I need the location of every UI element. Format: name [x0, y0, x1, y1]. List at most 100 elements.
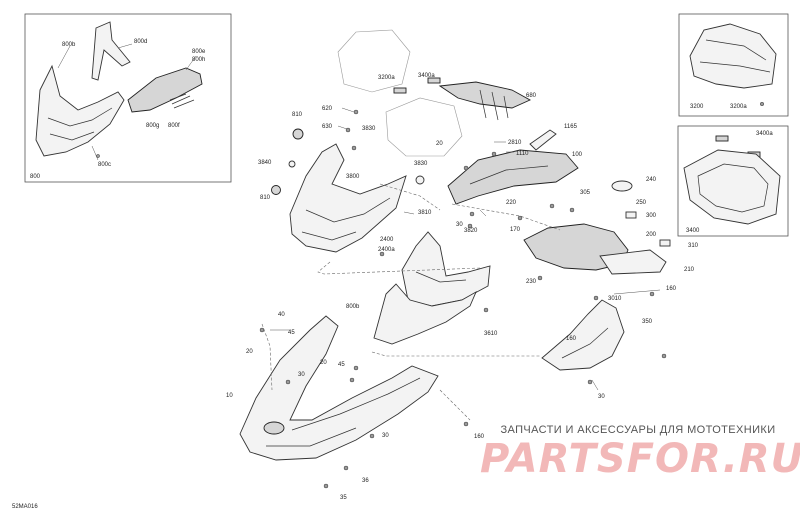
- callout-label: 100: [572, 152, 583, 158]
- callout-label: 230: [526, 279, 537, 285]
- screw-icon: [353, 365, 359, 371]
- screw-icon: [463, 165, 469, 171]
- assembly-line-6: [439, 389, 471, 421]
- callout-label: 170: [510, 227, 521, 233]
- assembly-line-1: [317, 261, 481, 275]
- part-3400-inner: [697, 163, 769, 213]
- inset-frame-top-right: [678, 13, 789, 117]
- screw-icon: [96, 154, 100, 158]
- part-300-clip: [625, 211, 637, 219]
- part-100-detail: [469, 165, 549, 185]
- part-1165-strip: [529, 129, 557, 151]
- inset-windshield-frame: [677, 125, 789, 237]
- assembly-line-4: [379, 183, 441, 211]
- part-3400a-pad: [715, 135, 729, 142]
- screw-icon: [491, 151, 497, 157]
- part-3800-housing: [289, 143, 407, 253]
- ghost-upper-cowl: [337, 29, 411, 93]
- document-code: 52MA016: [12, 504, 38, 510]
- callout-label: 3400a: [418, 73, 435, 79]
- screw-icon: [369, 433, 375, 439]
- callout-label: 160: [474, 434, 485, 440]
- assembly-line-5: [261, 323, 273, 391]
- callout-label: 160: [666, 286, 677, 292]
- callout-label: 3200a: [730, 104, 747, 110]
- callout-label: 800b: [62, 42, 76, 48]
- callout-label: 30: [598, 394, 605, 400]
- callout-label: 2400: [380, 237, 394, 243]
- inset-upper-cowl: [678, 13, 789, 117]
- part-800-detail: [47, 107, 113, 141]
- inset-frame-left: [24, 13, 232, 183]
- leader: [403, 211, 415, 215]
- callout-label: 800h: [192, 57, 205, 63]
- leader-800c: [91, 145, 99, 161]
- callout-label: 10: [226, 393, 233, 399]
- callout-label: 20: [320, 360, 327, 366]
- ghost-windshield-frame: [385, 97, 463, 157]
- watermark-logo: PARTSFOR.RU: [480, 436, 800, 482]
- callout-label: 300: [646, 213, 657, 219]
- part-680-ribs: [479, 89, 509, 121]
- part-800f-trim: [127, 67, 203, 113]
- screw-icon: [379, 251, 385, 257]
- screw-icon: [285, 379, 291, 385]
- screw-icon: [569, 207, 575, 213]
- callout-label: 160: [566, 336, 577, 342]
- callout-label: 350: [642, 319, 653, 325]
- leader-lines: [270, 107, 661, 391]
- screw-icon: [343, 465, 349, 471]
- callout-label: 305: [580, 190, 591, 196]
- part-350-detail: [561, 327, 609, 359]
- callout-label: 3610: [484, 331, 498, 337]
- callout-label: 3010: [608, 296, 622, 302]
- callout-label: 220: [506, 200, 517, 206]
- leader: [341, 107, 355, 113]
- leader: [479, 209, 487, 217]
- callout-label: 200: [646, 232, 657, 238]
- part-810-grommet: [292, 128, 304, 140]
- screw-icon: [469, 211, 475, 217]
- part-3200-detail: [699, 39, 771, 73]
- callout-label: 3830: [414, 161, 428, 167]
- part-800d-bracket: [91, 21, 131, 81]
- part-10-emblem: [263, 421, 285, 435]
- callout-label: 30: [298, 372, 305, 378]
- part-800b-mask: [373, 283, 477, 345]
- fasteners: [259, 109, 667, 489]
- part-240-ring: [611, 180, 633, 192]
- part-800f-vents: [169, 93, 195, 109]
- screw-icon: [587, 379, 593, 385]
- callout-label: 3800: [346, 174, 360, 180]
- callout-label: 810: [292, 112, 303, 118]
- callout-label: 800d: [134, 39, 147, 45]
- part-100-dash: [447, 149, 579, 205]
- screw-icon: [345, 127, 351, 133]
- callout-label: 45: [338, 362, 345, 368]
- inset-headlight-mask: [24, 13, 232, 183]
- leader-800d: [117, 43, 133, 49]
- callout-label: 1165: [564, 124, 578, 130]
- callout-label: 3400: [686, 228, 700, 234]
- part-2400-detail: [415, 271, 467, 283]
- screw-icon: [759, 101, 765, 107]
- callout-label: 3200a: [378, 75, 395, 81]
- screw-icon: [349, 377, 355, 383]
- callout-label: 680: [526, 93, 537, 99]
- callout-label: 1110: [516, 151, 529, 157]
- screw-icon: [537, 275, 543, 281]
- leader-800b: [57, 45, 71, 69]
- callout-label: 3200: [690, 104, 704, 110]
- part-3400-frame: [683, 149, 781, 225]
- screw-icon: [463, 421, 469, 427]
- assembly-line-3: [451, 203, 561, 231]
- screw-icon: [259, 327, 265, 333]
- leader: [613, 289, 661, 295]
- callout-label: 800e: [192, 49, 206, 55]
- watermark-caption: ЗАПЧАСТИ И АКСЕССУАРЫ ДЛЯ МОТОТЕХНИКИ: [500, 424, 776, 436]
- inset-frame-right: [677, 125, 789, 237]
- part-3200a-pad: [393, 87, 407, 94]
- callout-label: 800g: [146, 123, 159, 129]
- screw-icon: [351, 145, 357, 151]
- callout-labels: 800b 800d 800e 800h 800g 800f 800c 800 3…: [30, 39, 773, 501]
